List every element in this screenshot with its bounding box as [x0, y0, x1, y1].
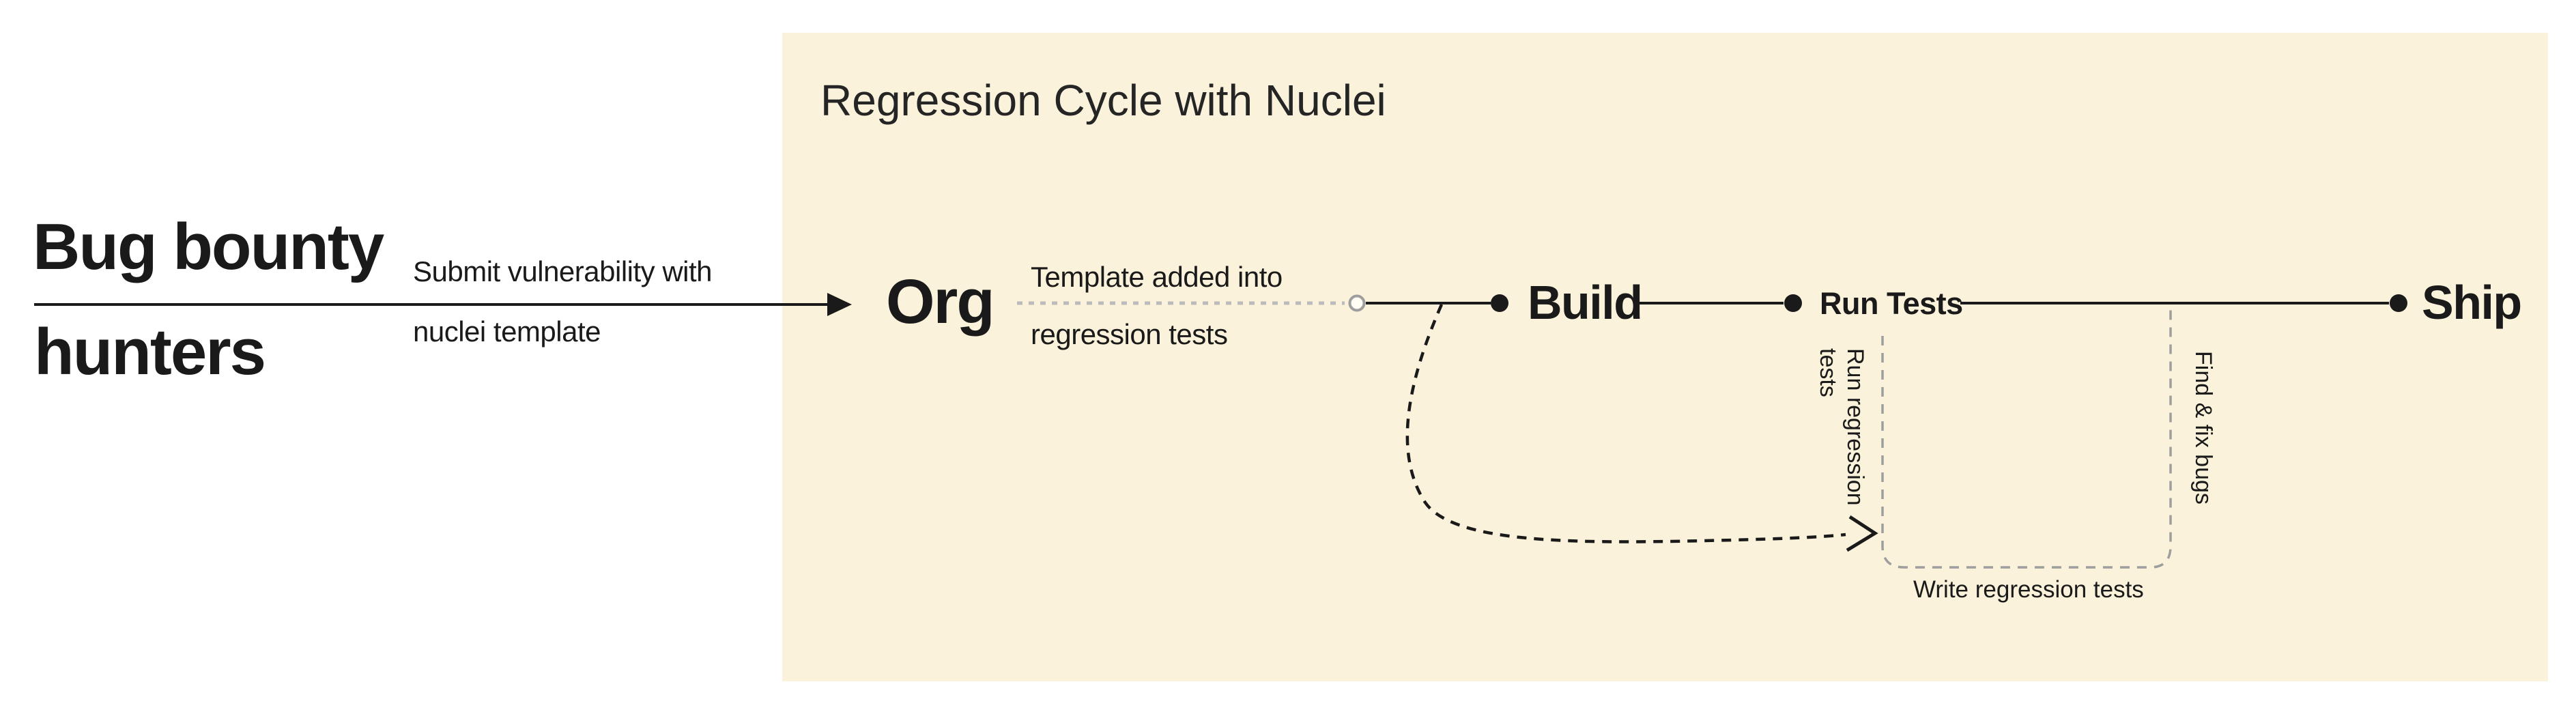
write-regression-tests-label: Write regression tests	[1913, 576, 2144, 603]
open-circle-icon	[1348, 294, 1366, 312]
actor-label-line2: hunters	[34, 315, 266, 388]
milestone-dot-run-tests	[1784, 294, 1802, 312]
find-fix-bugs-label: Find & fix bugs	[2190, 351, 2216, 505]
feedback-dashed-curve	[1405, 304, 1846, 543]
template-label-line1: Template added into	[1031, 261, 1283, 293]
run-regression-tests-label-line2: tests	[1814, 348, 1841, 397]
actor-label-line1: Bug bounty	[33, 210, 384, 283]
node-build: Build	[1528, 276, 1643, 329]
milestone-dot-build	[1491, 294, 1508, 312]
template-label-line2: regression tests	[1031, 318, 1228, 350]
milestone-dot-ship	[2390, 294, 2407, 312]
panel-title: Regression Cycle with Nuclei	[820, 76, 1386, 125]
arrowhead-icon	[827, 293, 852, 316]
feedback-arrowhead-icon	[1846, 515, 1878, 552]
submit-arrow-label-line2: nuclei template	[413, 315, 601, 348]
submit-arrow-label-line1: Submit vulnerability with	[413, 255, 713, 287]
run-regression-tests-label: Run regression tests	[1814, 348, 1869, 506]
loop-bracket-dashed	[1881, 309, 2172, 569]
node-ship: Ship	[2422, 276, 2522, 329]
run-regression-tests-label-line1: Run regression	[1842, 348, 1868, 506]
diagram-panel	[782, 33, 2548, 681]
node-run-tests: Run Tests	[1820, 286, 1963, 321]
node-org: Org	[886, 267, 995, 337]
